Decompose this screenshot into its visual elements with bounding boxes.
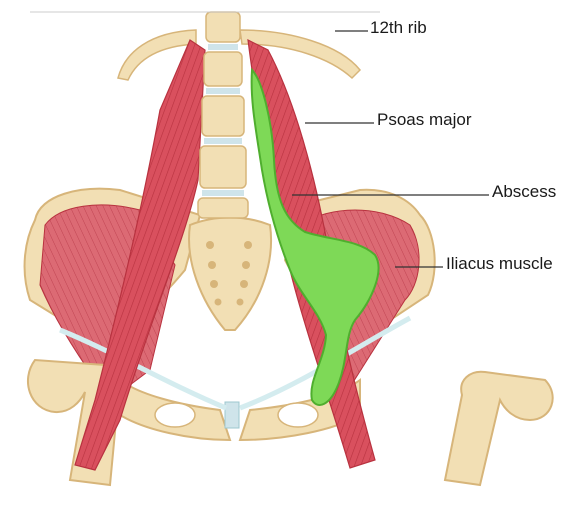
femur-right: [445, 372, 553, 485]
label-abscess: Abscess: [492, 182, 556, 202]
pubic-symphysis: [225, 402, 239, 428]
label-psoas-major: Psoas major: [377, 110, 471, 130]
label-iliacus-muscle: Iliacus muscle: [446, 254, 553, 274]
obturator-foramen-right: [278, 403, 318, 427]
obturator-foramen-left: [155, 403, 195, 427]
lumbar-spine: [198, 12, 248, 218]
sacrum: [189, 218, 271, 331]
label-12th-rib: 12th rib: [370, 18, 427, 38]
